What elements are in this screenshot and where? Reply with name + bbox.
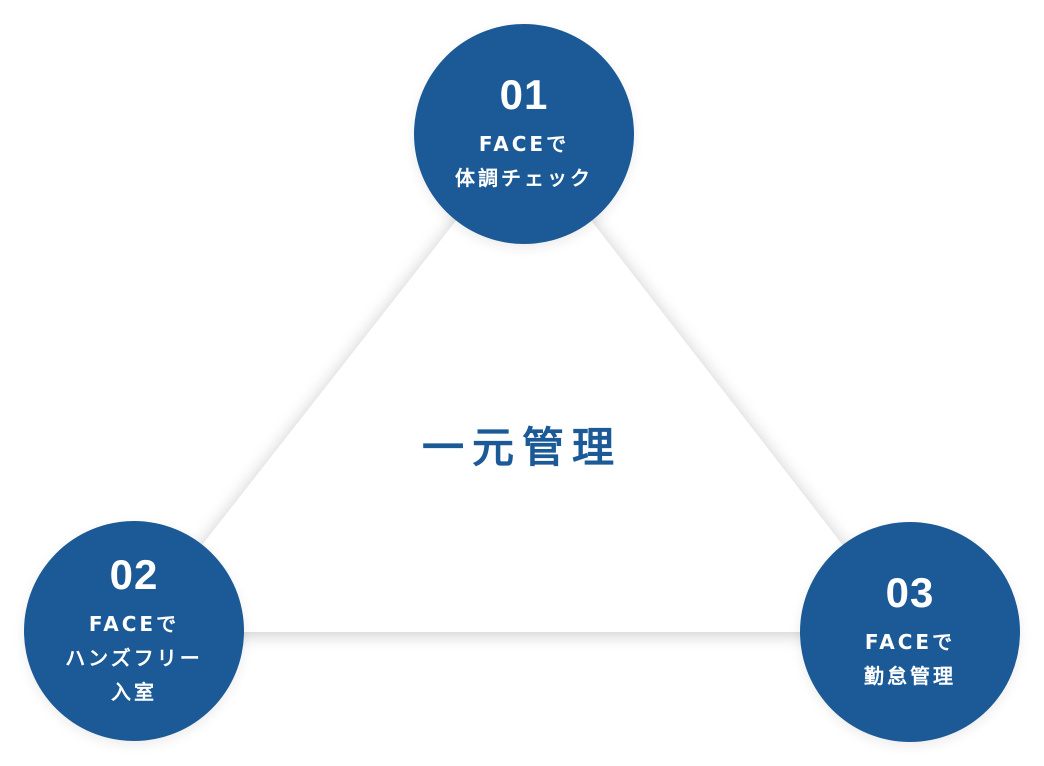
central-triangle — [134, 134, 910, 632]
node-02-circle: 02 FACEで ハンズフリー 入室 — [24, 521, 244, 741]
node-text-line: FACEで — [864, 630, 956, 654]
node-03-circle: 03 FACEで 勤怠管理 — [800, 522, 1020, 742]
node-01-circle: 01 FACEで 体調チェック — [414, 24, 634, 244]
node-text-line: FACEで — [478, 132, 570, 156]
node-number: 02 — [109, 551, 159, 598]
node-text-line: FACEで — [88, 612, 180, 636]
node-number: 03 — [885, 569, 935, 616]
node-text-line: 勤怠管理 — [864, 664, 956, 688]
node-number: 01 — [499, 71, 549, 118]
node-text-line: 入室 — [111, 680, 157, 704]
node-text-line: 体調チェック — [455, 166, 593, 190]
center-label: 一元管理 — [421, 423, 622, 472]
node-text-line: ハンズフリー — [65, 646, 203, 670]
